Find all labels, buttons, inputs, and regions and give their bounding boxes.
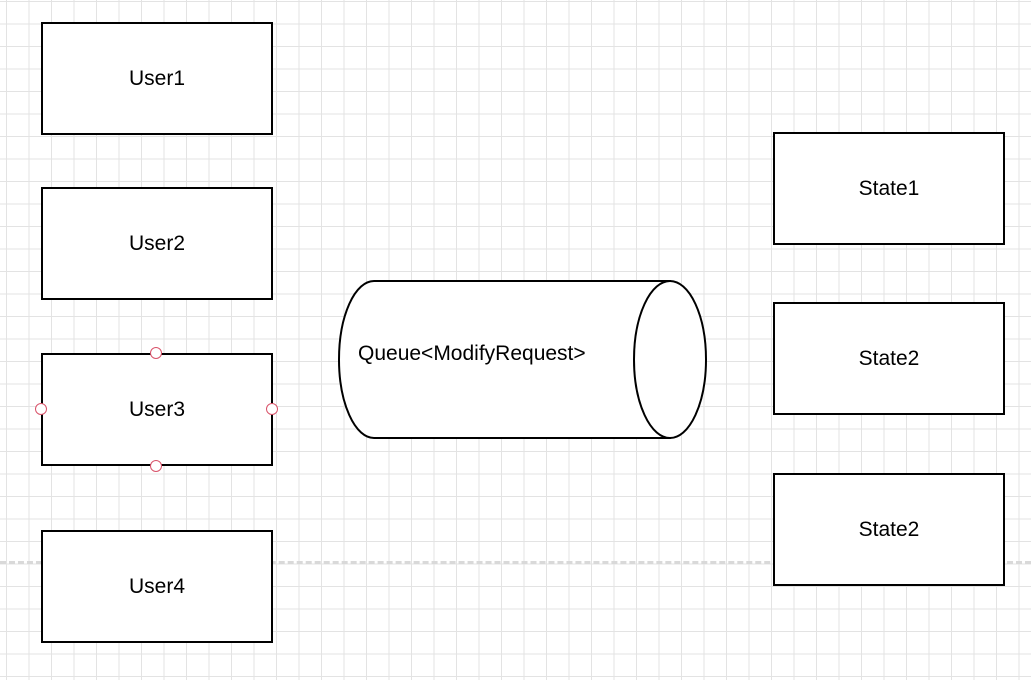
user1-label: User1 (128, 66, 186, 90)
user1-shape[interactable]: User1 (41, 22, 273, 135)
connection-handle-bottom[interactable] (150, 460, 162, 472)
queue-cylinder-shape[interactable] (330, 272, 720, 448)
state2-shape[interactable]: State2 (773, 302, 1005, 415)
user4-label: User4 (128, 574, 186, 598)
user2-shape[interactable]: User2 (41, 187, 273, 300)
state1-label: State1 (858, 176, 920, 200)
queue-label: Queue<ModifyRequest> (358, 342, 586, 365)
page-break-line (0, 561, 1031, 564)
queue-cylinder-end (633, 280, 707, 439)
state2-label: State2 (858, 346, 920, 370)
user4-shape[interactable]: User4 (41, 530, 273, 643)
connection-handle-right[interactable] (266, 403, 278, 415)
state1-shape[interactable]: State1 (773, 132, 1005, 245)
connection-handle-top[interactable] (150, 347, 162, 359)
user3-shape[interactable]: User3 (41, 353, 273, 466)
state3-shape[interactable]: State2 (773, 473, 1005, 586)
user2-label: User2 (128, 231, 186, 255)
connection-handle-left[interactable] (35, 403, 47, 415)
queue-cylinder-body (338, 280, 671, 439)
state3-label: State2 (858, 517, 920, 541)
user3-label: User3 (128, 397, 186, 421)
